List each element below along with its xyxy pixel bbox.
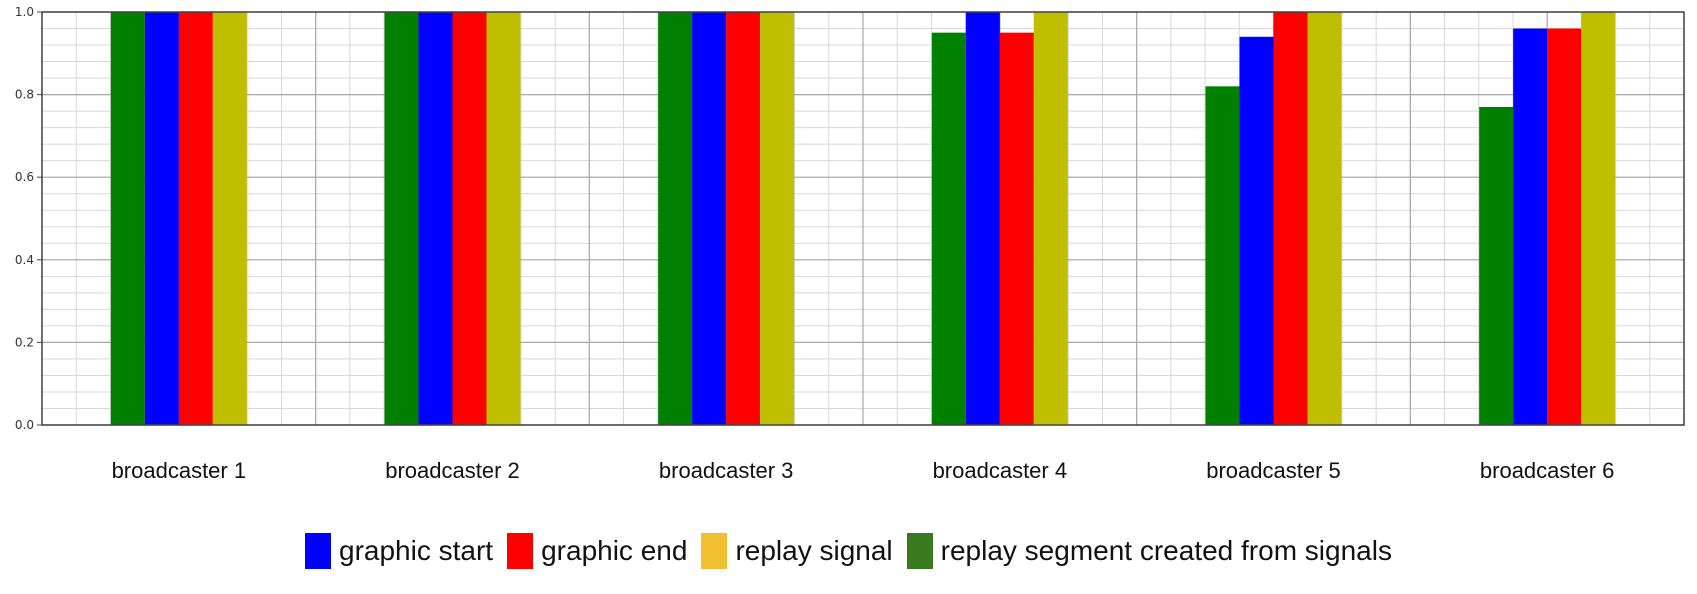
bar-end [1547, 28, 1582, 426]
legend-label: graphic start [339, 535, 494, 566]
bars [110, 12, 1616, 426]
x-tick-label: broadcaster 4 [933, 458, 1068, 483]
bar-segment [1479, 106, 1514, 426]
legend-label: graphic end [541, 535, 688, 566]
bar-replay [760, 12, 795, 425]
bar-start [965, 12, 1000, 425]
legend-swatch [305, 533, 332, 569]
plot-frame [41, 11, 1685, 426]
legend-label: replay segment created from signals [940, 535, 1392, 566]
bar-start [1513, 28, 1548, 426]
bar-replay [1033, 12, 1068, 425]
x-tick-label: broadcaster 5 [1206, 458, 1341, 483]
bar-end [1273, 12, 1308, 425]
y-tick-label: 0.4 [15, 253, 34, 267]
legend: graphic start graphic end replay signal … [0, 533, 1697, 569]
x-tick-label: broadcaster 6 [1480, 458, 1615, 483]
bar-replay [1307, 12, 1342, 425]
bar-start [692, 12, 727, 425]
bar-segment [384, 12, 419, 425]
legend-item-replay-signal: replay signal [701, 533, 893, 569]
bar-end [178, 12, 213, 425]
bar-end [726, 12, 761, 425]
legend-swatch [507, 533, 534, 569]
y-tick-label: 0.2 [15, 335, 34, 349]
bar-replay [1581, 12, 1616, 425]
legend-item-graphic-end: graphic end [507, 533, 687, 569]
bar-segment [1205, 86, 1240, 425]
bar-replay [212, 12, 247, 425]
y-tick-label: 1.0 [15, 5, 34, 19]
legend-label: replay signal [735, 535, 893, 566]
legend-swatch [906, 533, 933, 569]
bar-start [418, 12, 453, 425]
bar-start [144, 12, 179, 425]
legend-swatch [701, 533, 728, 569]
x-tick-label: broadcaster 3 [659, 458, 794, 483]
x-tick-label: broadcaster 1 [112, 458, 247, 483]
bar-end [999, 32, 1034, 426]
bar-chart: 0.0 0.2 0.4 0.6 0.8 1.0 broadcaster 1 broadcast… [15, 5, 1685, 483]
bar-replay [486, 12, 521, 425]
y-tick-label: 0.0 [15, 418, 34, 432]
y-tick-label: 0.6 [15, 170, 34, 184]
labels: 0.0 0.2 0.4 0.6 0.8 1.0 broadcaster 1 broadcast… [15, 5, 1615, 483]
bar-segment [931, 32, 966, 426]
axes [37, 11, 1685, 426]
x-tick-label: broadcaster 2 [385, 458, 520, 483]
bar-start [1239, 36, 1274, 425]
y-tick-label: 0.8 [15, 88, 34, 102]
bar-segment [658, 12, 693, 425]
legend-item-replay-segment: replay segment created from signals [906, 533, 1392, 569]
bar-segment [110, 12, 145, 425]
bar-end [452, 12, 487, 425]
legend-item-graphic-start: graphic start [305, 533, 493, 569]
